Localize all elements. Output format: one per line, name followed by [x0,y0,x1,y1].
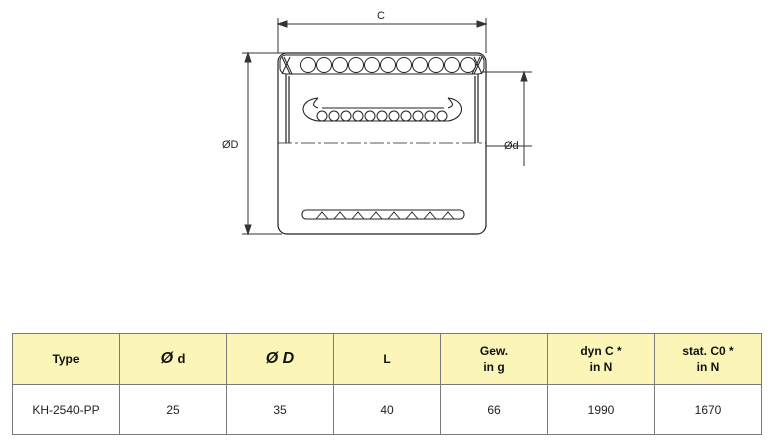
cell-length: 40 [333,384,441,435]
inner-diameter-label: Ød [504,140,519,152]
bearing-drawing: C ØD Ød [222,10,532,236]
header-outer-diameter-label: D [282,350,295,367]
cell-dynamic-load: 1990 [547,384,655,435]
cell-inner-diameter: 25 [119,384,227,435]
header-dynamic-load: dyn C * in N [547,333,655,385]
header-weight: Gew. in g [440,333,548,385]
header-outer-diameter: Ø D [226,333,334,385]
outer-diameter-dimension [242,51,288,236]
header-static-load: stat. C0 * in N [654,333,762,385]
header-inner-diameter: Ø d [119,333,227,385]
bearing-body [277,52,487,235]
table-header-row: Type Ø d Ø D L Gew. in g dyn C * in N st… [12,333,762,385]
diameter-symbol: Ø [265,350,279,367]
spec-table: Type Ø d Ø D L Gew. in g dyn C * in N st… [12,333,762,435]
cell-static-load: 1670 [654,384,762,435]
header-inner-diameter-label: d [177,351,186,366]
bottom-track [301,209,465,220]
table-row: KH-2540-PP 25 35 40 66 1990 1670 [12,384,762,435]
header-type: Type [12,333,120,385]
diameter-symbol: Ø [160,350,174,367]
length-dimension [276,18,488,53]
cell-weight: 66 [440,384,548,435]
cell-outer-diameter: 35 [226,384,334,435]
cell-type: KH-2540-PP [12,384,120,435]
return-track-balls [316,110,448,122]
top-ball-row [300,57,476,73]
outer-diameter-label: ØD [222,139,239,151]
header-length: L [333,333,441,385]
inner-diameter-dimension [482,70,532,166]
length-label: C [377,10,385,22]
